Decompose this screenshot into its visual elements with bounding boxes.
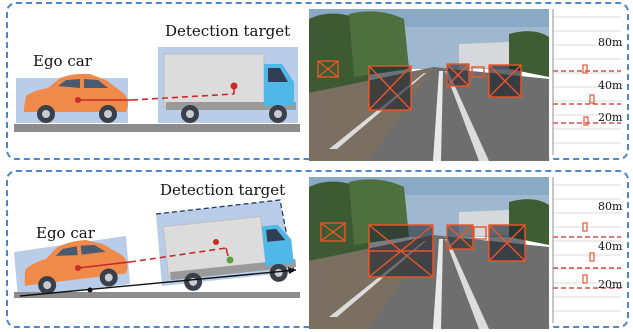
ego-car-label: Ego car [33, 52, 92, 70]
ego-car [24, 73, 128, 123]
bottom-tick-40m: 40m [598, 240, 623, 253]
pitch-line [19, 269, 297, 297]
detection-target-label: Detection target [165, 22, 291, 40]
bottom-illustration [14, 199, 300, 298]
truck [163, 53, 296, 123]
top-illustration [14, 47, 300, 132]
bottom-bev-plot [552, 177, 621, 323]
top-detection-boxes [317, 60, 522, 111]
distance-line [75, 239, 234, 271]
detection-target-label: Detection target [160, 181, 286, 199]
detection-frame [155, 199, 295, 273]
truck [162, 215, 297, 291]
top-tick-80m: 80m [598, 36, 623, 49]
bottom-tick-80m: 80m [598, 200, 623, 213]
top-bev-plot [552, 9, 621, 155]
bottom-road-photo [309, 177, 549, 329]
ground-strip [14, 124, 300, 132]
ego-car [24, 240, 128, 295]
top-tick-20m: 20m [598, 111, 623, 124]
top-tick-40m: 40m [598, 79, 623, 92]
bottom-detection-boxes [320, 222, 526, 278]
bottom-tick-20m: 20m [598, 278, 623, 291]
distance-line [75, 82, 238, 103]
ego-car-label: Ego car [36, 224, 95, 242]
ground-strip [14, 292, 300, 298]
top-road-photo [309, 9, 549, 161]
